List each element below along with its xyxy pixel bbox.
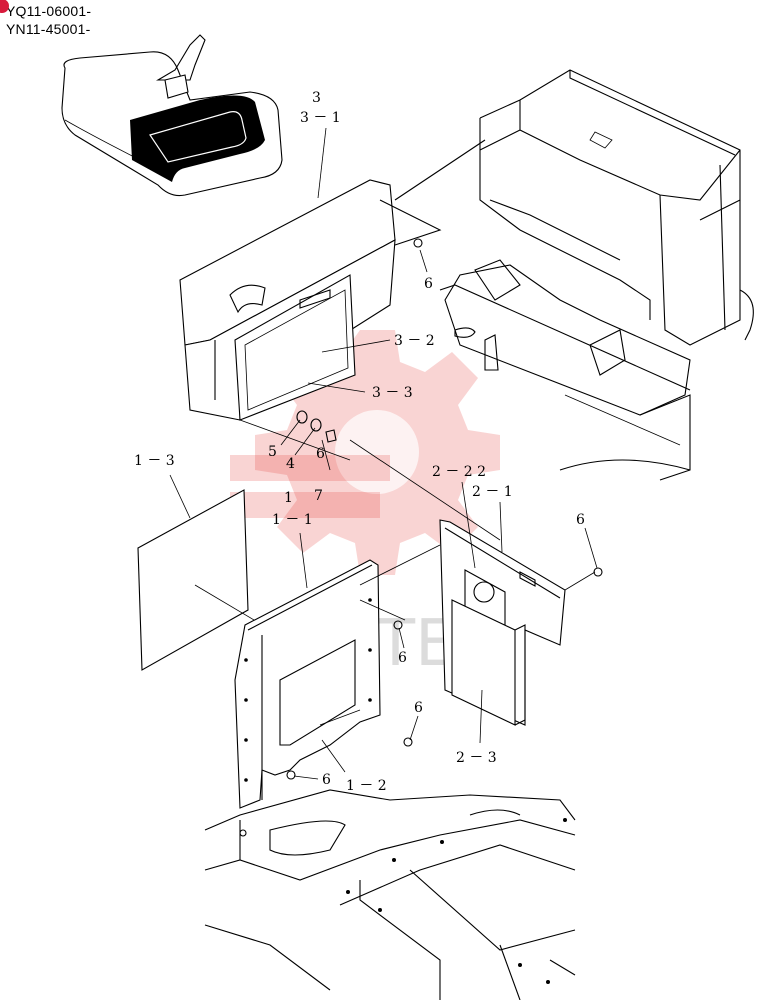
cab-frame-upper (394, 69, 754, 481)
red-marker-icon (0, 0, 9, 13)
panel-2-assembly (359, 519, 603, 726)
callout-1: 1 (284, 490, 293, 506)
bolts (286, 620, 413, 780)
callout-6-lower: 6 (414, 700, 423, 716)
callout-3: 3 (312, 90, 321, 106)
panel-3-assembly (179, 179, 442, 421)
serial-range-2: YN11-45001- (6, 21, 91, 37)
callout-7: 7 (314, 488, 323, 504)
fasteners-5-4-6 (239, 410, 501, 541)
operator-seat (61, 34, 283, 197)
callout-2-1: 2 － 1 (472, 484, 513, 500)
callout-3-3: 3 － 3 (372, 385, 413, 401)
callout-6-mid: 6 (398, 650, 407, 666)
callout-6-upper: 6 (424, 276, 433, 292)
callout-6-right: 6 (576, 512, 585, 528)
callout-4: 4 (286, 456, 295, 472)
callout-2-3: 2 － 3 (456, 750, 497, 766)
cab-frame-lower (204, 789, 576, 1000)
callout-1-2: 1 － 2 (346, 778, 387, 794)
gear-watermark-icon (230, 330, 500, 575)
callout-3-1: 3 － 1 (300, 110, 341, 126)
leader-lines (169, 127, 598, 780)
callout-3-2: 3 － 2 (394, 333, 435, 349)
callout-2-22: 2 － 2 2 (432, 464, 486, 480)
panel-1-3 (137, 489, 331, 671)
callout-6-bottom: 6 (322, 772, 331, 788)
serial-range-1: YQ11-06001- (6, 3, 92, 19)
callout-5: 5 (268, 444, 277, 460)
callout-1-1: 1 － 1 (272, 512, 313, 528)
panel-1-1 (234, 559, 406, 809)
callout-6-washer: 6 (316, 446, 325, 462)
callout-1-3: 1 － 3 (134, 453, 175, 469)
